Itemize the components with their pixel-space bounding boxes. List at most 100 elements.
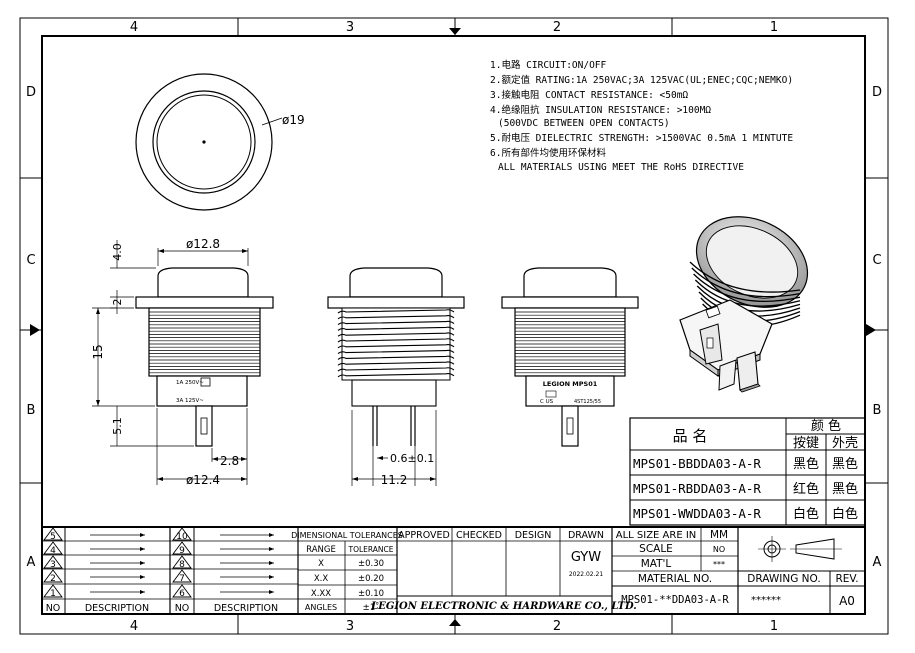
- revision-triangle-icon: [43, 555, 63, 569]
- revision-number: 5: [50, 532, 56, 542]
- revision-number: 2: [50, 574, 56, 584]
- dim-terminal-offset: 2.8: [220, 454, 239, 468]
- revision-arrowhead-icon: [269, 533, 274, 537]
- note-line: 3.接触电阻 CONTACT RESISTANCE: <50mΩ: [490, 89, 688, 101]
- size-unit-label: ALL SIZE ARE IN: [616, 530, 697, 541]
- revision-triangle-icon: [43, 584, 63, 598]
- revision-arrowhead-icon: [269, 575, 274, 579]
- note-line: 4.绝缘阻抗 INSULATION RESISTANCE: >100MΩ: [490, 104, 711, 116]
- approved-label: APPROVED: [398, 530, 450, 541]
- tolerance-range-header: RANGE: [306, 545, 336, 555]
- material-no-value: MPS01-**DDA03-A-R: [621, 594, 729, 606]
- outer-frame: [19, 17, 889, 635]
- zone-col-label: 1: [770, 20, 778, 35]
- revision-arrowhead-icon: [140, 547, 145, 551]
- material-no-label: MATERIAL NO.: [638, 573, 712, 585]
- dim-body-diameter: ø12.4: [186, 473, 220, 487]
- drawing-no-label: DRAWING NO.: [747, 573, 820, 585]
- tolerance-value: ±0.20: [358, 574, 384, 584]
- zone-col-label: 1: [770, 619, 778, 634]
- tolerance-title: DIMENSIONAL TOLERANCES: [291, 531, 403, 540]
- revision-number: 10: [176, 532, 188, 542]
- part-key-color: 黑色: [793, 456, 819, 472]
- isometric-view: [679, 216, 809, 393]
- front-view: 1A 250V~ 3A 125V~: [91, 237, 274, 487]
- drawing-no-value: ******: [751, 595, 781, 606]
- note-line: ALL MATERIALS USING MEET THE RoHS DIRECT…: [498, 162, 744, 173]
- tolerance-range: X.X: [314, 574, 329, 584]
- cert-code-marking: 4ST125/55: [574, 399, 601, 405]
- rev-no-header: NO: [175, 603, 190, 614]
- revision-number: 1: [50, 589, 56, 599]
- tolerance-value: ±0.10: [358, 589, 384, 599]
- part-key-color: 白色: [793, 506, 819, 522]
- rev-desc-header: DESCRIPTION: [85, 603, 149, 614]
- general-notes: 1.电路 CIRCUIT:ON/OFF 2.额定值 RATING:1A 250V…: [490, 59, 793, 173]
- revision-number: 9: [179, 546, 185, 556]
- part-number: MPS01-WWDDA03-A-R: [633, 506, 761, 521]
- revision-arrowhead-icon: [269, 590, 274, 594]
- zone-row-label: B: [873, 403, 882, 418]
- parts-key-header: 按键: [793, 436, 819, 451]
- revision-triangle-icon: [172, 541, 192, 555]
- parts-shell-header: 外壳: [832, 436, 858, 451]
- tolerance-range: X: [318, 559, 324, 569]
- dim-terminal-spacing: 11.2: [381, 473, 408, 487]
- note-line: (500VDC BETWEEN OPEN CONTACTS): [498, 118, 670, 129]
- zone-row-label: B: [27, 403, 36, 418]
- part-number: MPS01-RBDDA03-A-R: [633, 481, 761, 496]
- revision-triangle-icon: [172, 527, 192, 541]
- side-view: 0.6±0.1 11.2: [327, 267, 465, 487]
- zone-col-label: 2: [553, 20, 561, 35]
- revision-arrowhead-icon: [140, 533, 145, 537]
- rating-marking-1: 1A 250V~: [176, 380, 204, 386]
- checked-label: CHECKED: [456, 530, 502, 541]
- revision-arrowhead-icon: [269, 547, 274, 551]
- revision-number: 7: [179, 574, 185, 584]
- revision-triangle-icon: [172, 555, 192, 569]
- dim-terminal-thickness: 0.6±0.1: [390, 452, 434, 465]
- material-value: ***: [713, 560, 725, 569]
- zone-row-label: C: [26, 253, 35, 268]
- brand-marking: LEGION MPS01: [543, 380, 598, 388]
- revision-triangle-icon: [43, 541, 63, 555]
- parts-table: [629, 417, 866, 526]
- size-unit-value: MM: [710, 529, 728, 541]
- parts-color-header: 颜 色: [811, 418, 841, 434]
- part-number: MPS01-BBDDA03-A-R: [633, 456, 761, 471]
- revision-triangle-icon: [172, 584, 192, 598]
- scale-value: NO: [713, 545, 725, 554]
- dim-body-height: 15: [91, 344, 105, 359]
- tolerance-value: ±1˚: [363, 602, 380, 613]
- revision-triangle-icon: [43, 527, 63, 541]
- revision-number: 6: [179, 589, 185, 599]
- zone-col-label: 4: [130, 619, 138, 634]
- note-line: 5.耐电压 DIELECTRIC STRENGTH: >1500VAC 0.5m…: [490, 132, 793, 144]
- projection-symbol-icon: [758, 536, 842, 562]
- rear-view: LEGION MPS01 C US 4ST125/55: [501, 267, 639, 447]
- tolerance-value: ±0.30: [358, 559, 384, 569]
- rev-desc-header: DESCRIPTION: [214, 603, 278, 614]
- dim-terminal-length: 5.1: [111, 417, 124, 435]
- tolerance-range: X.XX: [311, 589, 331, 599]
- rev-no-header: NO: [46, 603, 61, 614]
- drawn-label: DRAWN: [568, 530, 604, 541]
- part-shell-color: 黑色: [832, 456, 858, 472]
- note-line: 2.额定值 RATING:1A 250VAC;3A 125VAC(UL;ENEC…: [490, 74, 793, 86]
- tolerance-range: ANGLES: [305, 603, 337, 612]
- revision-arrowhead-icon: [140, 590, 145, 594]
- inner-frame: [41, 35, 866, 615]
- revision-arrowhead-icon: [140, 575, 145, 579]
- revision-number: 4: [50, 546, 56, 556]
- zone-row-label: D: [872, 85, 882, 100]
- dim-cap-diameter: ø12.8: [186, 237, 220, 251]
- dim-cap-height: 4.0: [111, 243, 124, 261]
- part-shell-color: 白色: [832, 506, 858, 522]
- dim-flange-height: 2: [111, 299, 124, 306]
- zone-row-label: D: [26, 85, 36, 100]
- zone-col-label: 3: [346, 619, 354, 634]
- note-line: 1.电路 CIRCUIT:ON/OFF: [490, 59, 607, 71]
- part-shell-color: 黑色: [832, 481, 858, 497]
- zone-row-label: A: [27, 555, 36, 570]
